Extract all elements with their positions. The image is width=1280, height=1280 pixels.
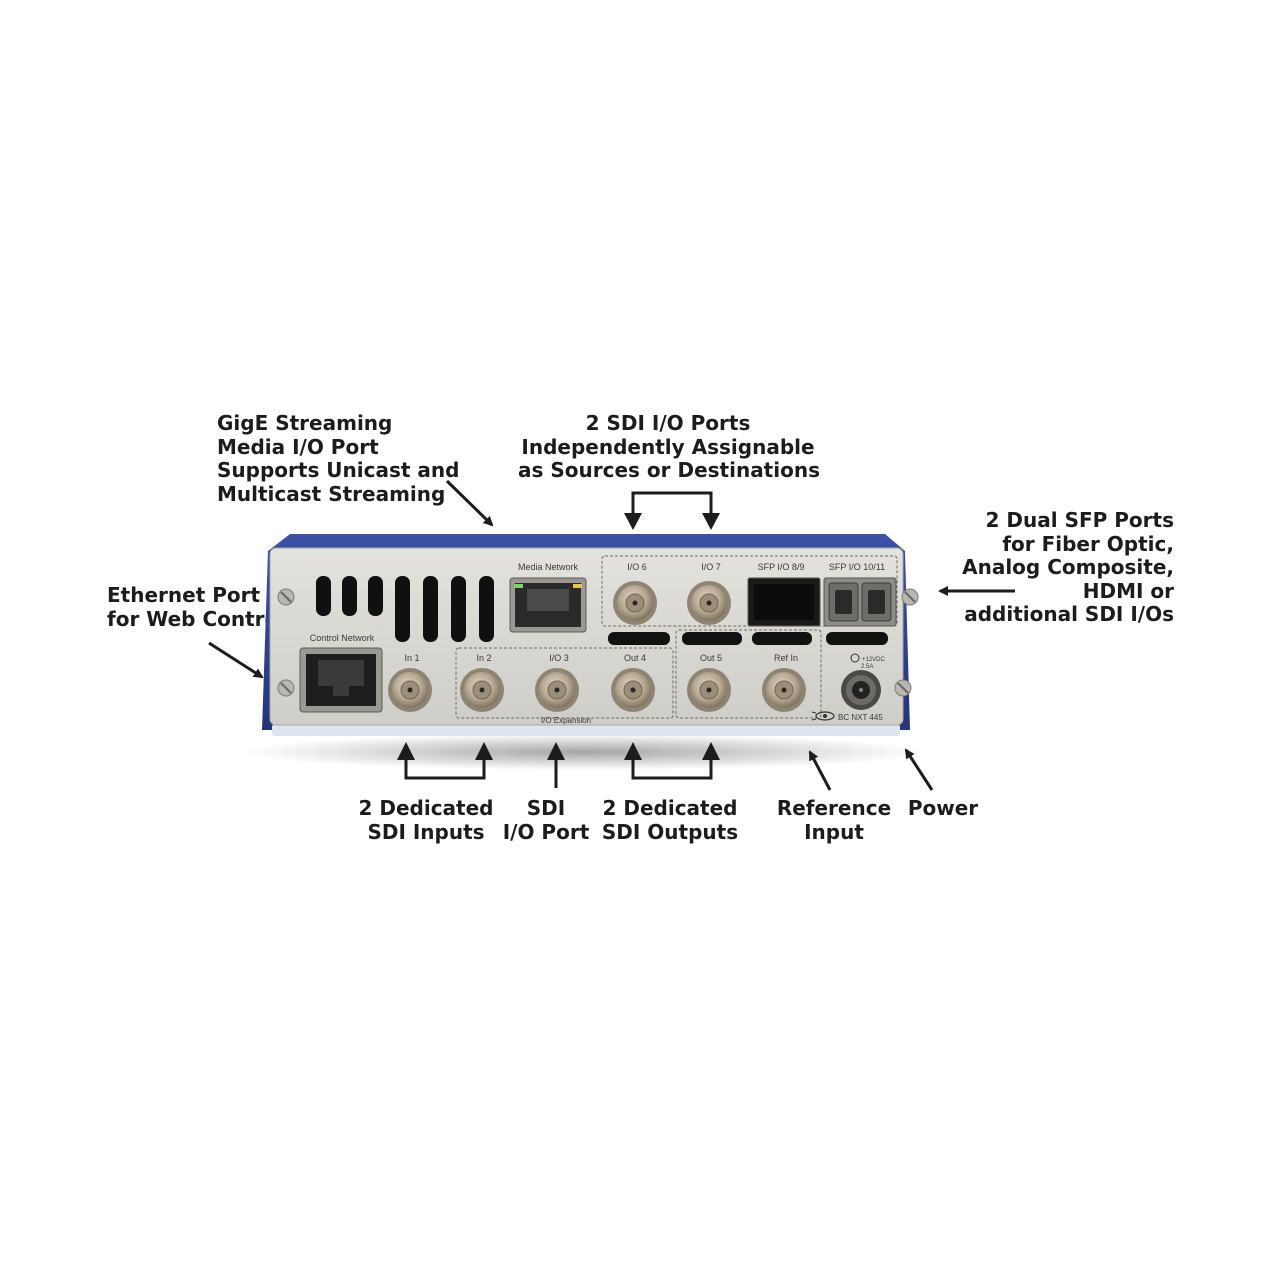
callout-sdi-io-ports: 2 SDI I/O Ports Independently Assignable… [518, 411, 820, 483]
io-expansion-label: I/O Expansion [541, 716, 591, 725]
sfp-cage-10-11[interactable] [823, 577, 897, 627]
arrow-bracket-dedicated-outputs [624, 742, 720, 780]
callout-line: SDI Outputs [601, 819, 739, 844]
callout-line: 2 SDI I/O Ports [585, 411, 751, 435]
arrow-bracket-sdi-io-ports [624, 491, 720, 530]
screw-icon [277, 588, 295, 606]
callout-line: for Web Control [107, 606, 286, 631]
bnc-connector[interactable] [388, 668, 432, 712]
callout-line: as Sources or Destinations [518, 458, 820, 482]
port-label: In 1 [404, 653, 419, 663]
arrow-sdi-io-port [547, 742, 565, 788]
callout-line: Input [804, 819, 864, 844]
callout-line: additional SDI I/Os [964, 602, 1174, 626]
port-label: SFP I/O 8/9 [758, 562, 805, 572]
port-label: Ref In [774, 653, 798, 663]
power-connector[interactable] [841, 670, 881, 710]
callout-line: Analog Composite, [962, 555, 1174, 579]
callout-line: I/O Port [502, 819, 590, 844]
label-tabs [608, 632, 888, 645]
port-label: In 2 [476, 653, 491, 663]
callout-line: HDMI or [1082, 578, 1174, 603]
power-voltage-label: +12VDC [862, 657, 886, 663]
callout-line: 2 Dual SFP Ports [985, 508, 1174, 532]
power-spec: +12VDC 2.5A [850, 653, 886, 670]
arrow-reference [808, 750, 832, 791]
arrow-power [904, 748, 934, 791]
port-label: I/O 7 [701, 562, 721, 572]
power-amps-label: 2.5A [861, 664, 873, 670]
control-network-port[interactable] [299, 647, 383, 713]
callout-line: SDI Inputs [367, 819, 485, 844]
bnc-connector[interactable] [460, 668, 504, 712]
callout-line: Media I/O Port [217, 434, 379, 459]
screw-icon [894, 679, 912, 697]
callout-line: Ethernet Port [107, 583, 261, 607]
port-label: SFP I/O 10/11 [829, 562, 885, 572]
io-expansion-outline [455, 647, 674, 719]
brand-logo-icon [811, 711, 835, 721]
media-network-port[interactable] [509, 577, 587, 633]
screw-icon [277, 679, 295, 697]
callout-line: SDI [526, 796, 566, 820]
bnc-connector[interactable] [535, 668, 579, 712]
bnc-connector[interactable] [687, 668, 731, 712]
callout-line: Supports Unicast and [217, 458, 460, 482]
callout-sfp-ports: 2 Dual SFP Ports for Fiber Optic, Analog… [962, 508, 1174, 627]
callout-dedicated-inputs: 2 Dedicated SDI Inputs [356, 796, 496, 844]
arrow-ethernet [208, 641, 264, 679]
callout-line: 2 Dedicated [358, 796, 494, 820]
callout-line: GigE Streaming [217, 411, 393, 435]
callout-power: Power [900, 796, 986, 821]
device-shadow [244, 734, 924, 770]
bnc-connector-io6[interactable] [613, 581, 657, 625]
callout-line: Reference [776, 796, 892, 820]
bottom-bnc-row: In 1 In 2 I/O 3 Out 4 Out 5 Ref In [388, 653, 806, 712]
port-label: Out 4 [624, 653, 646, 663]
screw-icon [901, 588, 919, 606]
callout-gige-streaming: GigE Streaming Media I/O Port Supports U… [217, 411, 460, 506]
arrow-gige [445, 479, 494, 527]
brand-label: BC NXT 445 [838, 713, 883, 722]
callout-line: 2 Dedicated [602, 796, 738, 820]
callout-line: Multicast Streaming [217, 481, 446, 506]
port-label: I/O 6 [627, 562, 647, 572]
media-network-label: Media Network [518, 562, 579, 572]
port-label: I/O 3 [549, 653, 569, 663]
sfp-cage-8-9[interactable] [747, 577, 821, 627]
callout-line: Power [907, 796, 979, 820]
bnc-connector[interactable] [611, 668, 655, 712]
bnc-connector[interactable] [762, 668, 806, 712]
callout-sdi-io-port: SDI I/O Port [496, 796, 596, 844]
callout-dedicated-outputs: 2 Dedicated SDI Outputs [596, 796, 744, 844]
arrow-bracket-dedicated-inputs [397, 742, 493, 780]
callout-reference-input: Reference Input [774, 796, 894, 844]
vent-slots [316, 576, 494, 642]
bnc-connector-io7[interactable] [687, 581, 731, 625]
control-network-label: Control Network [310, 633, 375, 643]
chassis-base [272, 724, 900, 736]
port-label: Out 5 [700, 653, 722, 663]
callout-ethernet-port: Ethernet Port for Web Control [107, 583, 286, 631]
callout-line: Independently Assignable [521, 434, 815, 459]
callout-line: for Fiber Optic, [1002, 531, 1174, 556]
